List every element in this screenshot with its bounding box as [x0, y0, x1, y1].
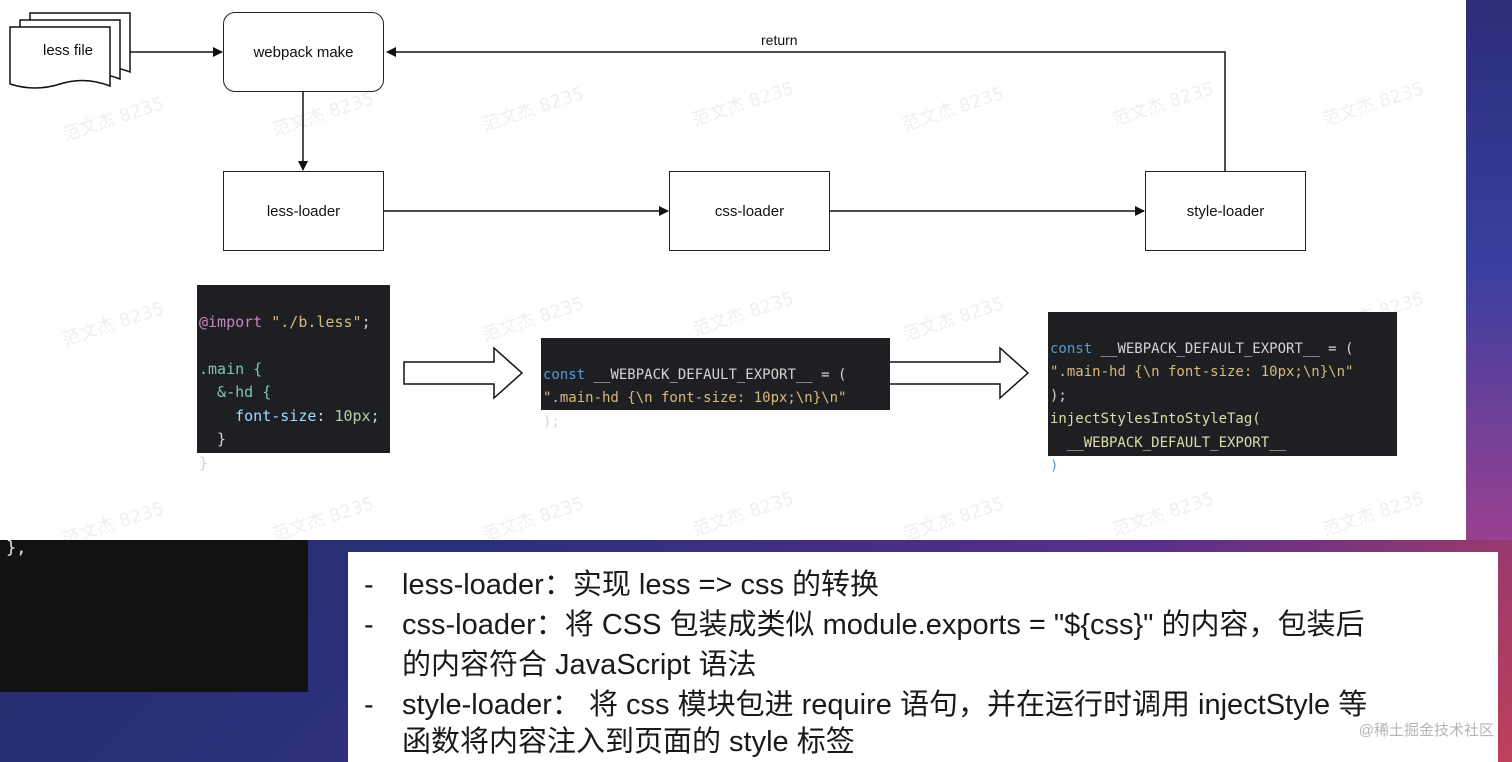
code-string: ".main-hd {\n font-size: 10px;\n}\n" — [543, 390, 847, 406]
background-strip — [1466, 0, 1512, 540]
return-label: return — [761, 32, 798, 48]
code-string: "./b.less" — [271, 312, 362, 331]
style-loader-output-code: const __WEBPACK_DEFAULT_EXPORT__ = ( ".m… — [1048, 312, 1397, 474]
note-text: style-loader： 将 css 模块包进 require 语句，并在运行… — [402, 689, 1368, 721]
code-text: : — [316, 406, 335, 425]
less-source-code: @import "./b.less"; .main { &-hd { font-… — [197, 285, 390, 472]
document-stack-icon — [9, 12, 131, 89]
code-string: ".main-hd {\n font-size: 10px;\n}\n" — [1050, 364, 1354, 380]
code-text: ) — [1050, 458, 1059, 474]
css-loader-label: css-loader — [714, 202, 785, 220]
less-loader-node: less-loader — [223, 171, 384, 251]
bullet-dash: - — [364, 689, 374, 721]
code-keyword: const — [543, 366, 586, 383]
editor-panel — [0, 540, 308, 692]
code-text: ; — [361, 312, 371, 331]
code-function: injectStylesIntoStyleTag( — [1050, 411, 1261, 427]
code-text: ); — [1050, 387, 1067, 404]
code-text: } — [199, 453, 209, 472]
style-loader-label: style-loader — [1186, 202, 1265, 220]
note-text: 函数将内容注入到页面的 style 标签 — [402, 726, 855, 758]
code-text: ); — [543, 413, 560, 430]
style-loader-node: style-loader — [1145, 171, 1306, 251]
code-text: } — [199, 430, 227, 448]
code-text: .main { — [199, 359, 263, 378]
hollow-arrow-1 — [403, 346, 524, 400]
hollow-arrow-2 — [883, 346, 1030, 400]
code-text: __WEBPACK_DEFAULT_EXPORT__ — [1050, 434, 1287, 451]
code-text: ; — [370, 406, 380, 425]
less-loader-label: less-loader — [266, 202, 341, 220]
note-text: 的内容符合 JavaScript 语法 — [402, 649, 757, 681]
code-keyword: @import — [199, 312, 263, 331]
webpack-make-label: webpack make — [253, 43, 354, 61]
code-property: font-size — [199, 406, 317, 425]
code-text: &-hd { — [199, 383, 272, 401]
notes-box: - less-loader：实现 less => css 的转换 - css-l… — [348, 552, 1498, 762]
note-text: less-loader：实现 less => css 的转换 — [402, 569, 880, 601]
less-file-label: less file — [43, 42, 94, 59]
webpack-make-node: webpack make — [223, 12, 384, 92]
code-text: __WEBPACK_DEFAULT_EXPORT__ = ( — [585, 366, 847, 383]
css-loader-output-code: const __WEBPACK_DEFAULT_EXPORT__ = ( ".m… — [541, 338, 890, 430]
code-text: __WEBPACK_DEFAULT_EXPORT__ = ( — [1092, 340, 1354, 357]
code-number: 10px — [334, 406, 371, 425]
diagram-connectors — [9, 12, 1226, 400]
css-loader-node: css-loader — [669, 171, 830, 251]
note-text: css-loader：将 CSS 包装成类似 module.exports = … — [402, 609, 1365, 641]
bullet-dash: - — [364, 569, 374, 601]
editor-code-fragment: }, — [6, 538, 27, 558]
code-keyword: const — [1050, 340, 1093, 357]
bullet-dash: - — [364, 609, 374, 641]
source-credit: @稀土掘金技术社区 — [1358, 722, 1494, 739]
arrow-return — [386, 47, 1226, 171]
